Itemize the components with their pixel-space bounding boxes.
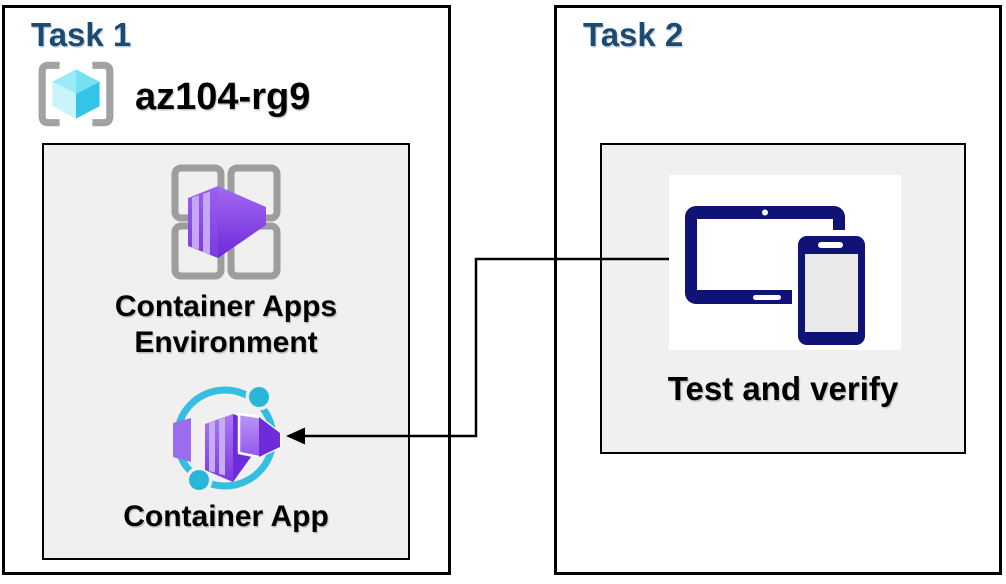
container-apps-environment-label: Container Apps Environment bbox=[44, 289, 408, 361]
container-app-label: Container App bbox=[123, 500, 329, 533]
task1-box: Task 1 az104-rg9 bbox=[2, 5, 451, 575]
test-and-verify-box: Test and verify bbox=[600, 143, 966, 454]
container-apps-environment-box: Container Apps Environment bbox=[42, 143, 410, 560]
resource-group-icon bbox=[38, 61, 114, 127]
task2-box: Task 2 Test and verify bbox=[554, 5, 1002, 575]
devices-icon bbox=[685, 206, 871, 350]
test-and-verify-label: Test and verify bbox=[667, 370, 899, 407]
container-apps-environment-icon bbox=[171, 164, 281, 280]
task1-title: Task 1 bbox=[31, 16, 132, 53]
task2-title: Task 2 bbox=[583, 16, 684, 53]
container-app-icon bbox=[173, 383, 282, 494]
container-apps-environment-label-line1: Container Apps bbox=[114, 290, 338, 323]
devices-icon-plate bbox=[669, 175, 901, 350]
resource-group-name: az104-rg9 bbox=[135, 76, 311, 118]
container-apps-environment-label-line2: Environment bbox=[134, 326, 318, 359]
